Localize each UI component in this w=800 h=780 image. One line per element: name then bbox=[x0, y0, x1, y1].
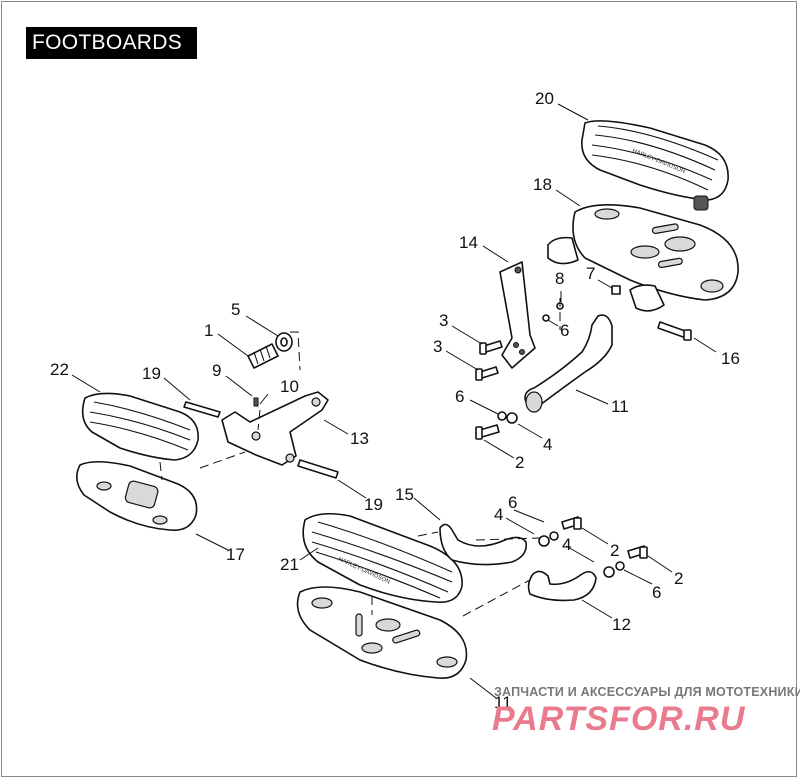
callout-21: 21 bbox=[280, 555, 299, 574]
callout-11-lower: 12 bbox=[612, 615, 631, 634]
part-4-washer-lower-b bbox=[603, 566, 615, 578]
part-6-nut-lower-b bbox=[615, 561, 625, 571]
callout-19-upper: 19 bbox=[142, 364, 161, 383]
part-20-footboard-pad: HARLEY-DAVIDSON bbox=[581, 120, 729, 211]
part-14-support-arm bbox=[439, 523, 528, 566]
callout-1: 1 bbox=[204, 321, 213, 340]
part-3-bolt-upper bbox=[479, 340, 503, 355]
leader-lines bbox=[71, 103, 717, 699]
part-22-footboard-pad bbox=[81, 392, 199, 461]
callout-4-mid: 4 bbox=[543, 435, 552, 454]
part-2-screw-lower-b bbox=[627, 545, 648, 559]
callout-19-lower: 19 bbox=[364, 495, 383, 514]
callout-8: 8 bbox=[555, 269, 564, 288]
callout-4-lower-b: 4 bbox=[562, 535, 571, 554]
callout-13: 14 bbox=[459, 233, 478, 252]
part-2-screw-lower-a bbox=[561, 516, 582, 530]
part-11-support-arm-lower bbox=[527, 570, 597, 602]
part-9-pin bbox=[253, 397, 259, 407]
part-18-footboard-pan bbox=[76, 460, 198, 532]
part-7-nut bbox=[611, 285, 621, 295]
callout-4-lower-a: 4 bbox=[494, 505, 503, 524]
part-4-washer-lower-a bbox=[538, 535, 550, 547]
callout-2-lower-b: 2 bbox=[674, 569, 683, 588]
callout-3-lower: 3 bbox=[433, 337, 442, 356]
callout-10: 10 bbox=[280, 377, 299, 396]
part-6-nut-upper bbox=[542, 314, 550, 322]
callout-16: 11 bbox=[494, 693, 512, 712]
part-2-screw-mid bbox=[475, 424, 500, 440]
callout-11-upper: 11 bbox=[611, 397, 629, 416]
callout-18: 17 bbox=[226, 545, 245, 564]
callout-7: 7 bbox=[586, 264, 595, 283]
callout-6-lower-a: 6 bbox=[508, 493, 517, 512]
callout-labels: 20 18 14 8 7 6 3 3 16 11 6 4 2 1 5 9 10 … bbox=[50, 89, 740, 712]
part-17-footboard-pan bbox=[547, 204, 739, 312]
part-11-support-arm-upper bbox=[524, 314, 613, 413]
part-4-washer-mid bbox=[506, 412, 518, 424]
callout-5: 5 bbox=[231, 300, 240, 319]
callout-6-upper: 6 bbox=[560, 321, 569, 340]
callout-6-lower-b: 6 bbox=[652, 583, 661, 602]
callout-12: 13 bbox=[350, 429, 369, 448]
part-3-bolt-lower bbox=[475, 366, 499, 381]
watermark-brand: PARTSFOR.RU bbox=[492, 700, 746, 738]
callout-3-upper: 3 bbox=[439, 311, 448, 330]
callout-9: 9 bbox=[212, 361, 221, 380]
watermark-tagline: ЗАПЧАСТИ И АКСЕССУАРЫ ДЛЯ МОТОТЕХНИКИ bbox=[494, 685, 800, 699]
part-19-pin-lower bbox=[297, 459, 339, 479]
part-6-nut-lower-a bbox=[549, 531, 559, 541]
callout-15: 16 bbox=[721, 349, 740, 368]
callout-17: 18 bbox=[533, 175, 552, 194]
part-1-spring bbox=[247, 343, 279, 369]
callout-2-mid: 2 bbox=[515, 453, 524, 472]
part-19-pin-upper bbox=[183, 401, 221, 418]
alignment-lines bbox=[159, 298, 561, 617]
watermark: ЗАПЧАСТИ И АКСЕССУАРЫ ДЛЯ МОТОТЕХНИКИ PA… bbox=[492, 685, 800, 738]
part-5-washer bbox=[275, 332, 293, 352]
callout-6-mid: 6 bbox=[455, 387, 464, 406]
callout-22: 22 bbox=[50, 360, 69, 379]
part-12-bracket bbox=[221, 391, 329, 466]
part-6-nut-mid bbox=[497, 411, 507, 421]
diagram-title: FOOTBOARDS bbox=[26, 27, 197, 59]
callout-20: 20 bbox=[535, 89, 554, 108]
part-15-bolt bbox=[657, 321, 692, 341]
callout-2-lower-a: 2 bbox=[610, 541, 619, 560]
callout-14: 15 bbox=[395, 485, 414, 504]
part-13-bracket bbox=[499, 261, 536, 369]
part-16-footboard-pan bbox=[296, 586, 468, 679]
